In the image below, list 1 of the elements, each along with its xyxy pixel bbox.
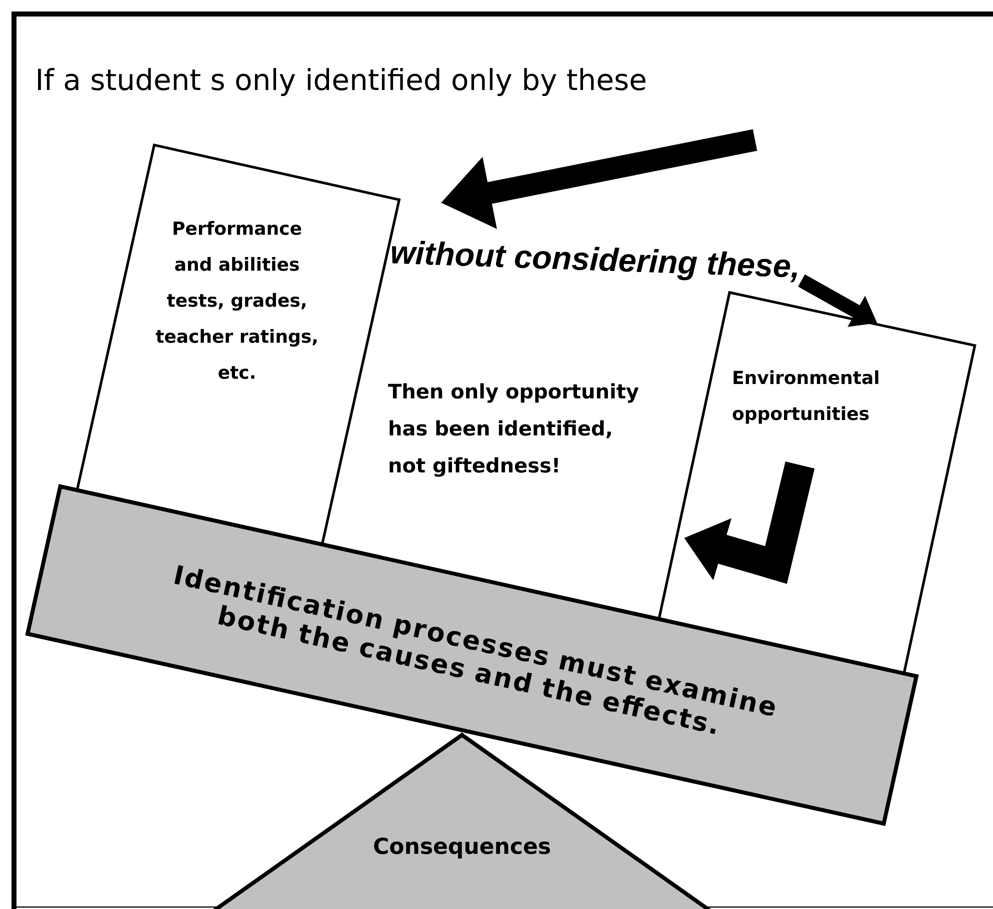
title: If a student s only identified only by these — [38, 68, 646, 96]
